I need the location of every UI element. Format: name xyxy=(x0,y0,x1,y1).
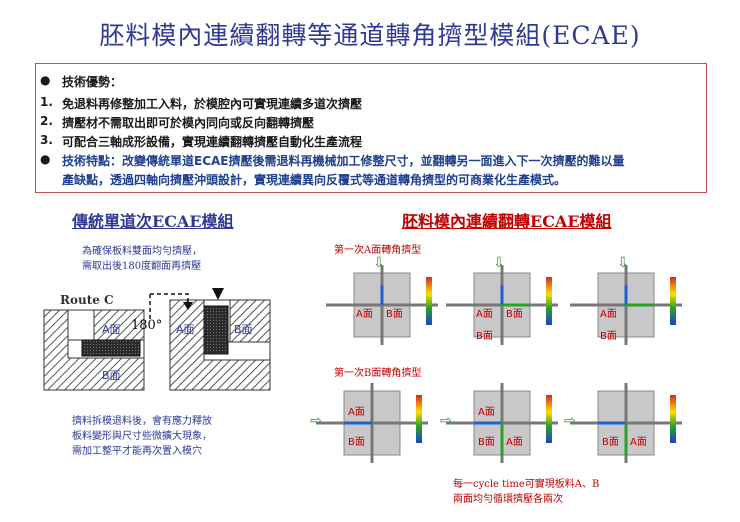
face-label: A面 xyxy=(630,437,647,448)
left-heading: 傳統單道次ECAE模組 xyxy=(72,212,234,231)
simulation-plot xyxy=(570,265,682,345)
face-label: A面 xyxy=(356,309,373,320)
advantages-heading: 技術優勢： xyxy=(62,75,123,89)
punch-arrow-icon: ⇨ xyxy=(310,413,322,429)
right-heading: 胚料模內連續翻轉ECAE模組 xyxy=(402,212,612,231)
left-note-top: 為確保板料雙面均勻擠壓， 需取出後180度翻面再擠壓 xyxy=(82,246,202,272)
bullet-icon: ● xyxy=(40,73,51,87)
face-label: B面 xyxy=(506,309,523,320)
traditional-die-diagram xyxy=(43,288,271,391)
angle-label: 180° xyxy=(131,318,163,333)
face-label: A面 xyxy=(478,407,495,418)
face-label: A面 xyxy=(476,309,493,320)
simulation-plot xyxy=(326,265,438,345)
face-label: A面 xyxy=(348,407,365,418)
bullet-icon: ● xyxy=(40,152,51,166)
face-label: B面 xyxy=(102,369,121,382)
face-label: B面 xyxy=(476,331,493,342)
punch-arrow-icon: ⇩ xyxy=(373,255,385,271)
face-label: B面 xyxy=(600,331,617,342)
face-label: A面 xyxy=(600,309,617,320)
face-label: B面 xyxy=(386,309,403,320)
face-label: A面 xyxy=(176,323,195,336)
page-title: 胚料模內連續翻轉等通道轉角擠型模組(ECAE) xyxy=(99,21,641,50)
caption-a: 第一次A面轉角擠型 xyxy=(334,245,422,256)
advantages-box xyxy=(35,63,707,193)
simulation-panel: ⇨ B面 A面 xyxy=(564,383,686,467)
punch-arrow-icon: ⇩ xyxy=(617,255,629,271)
cycle-note: 每一cycle time可實現板料A、B 兩面均勻循環擠壓各兩次 xyxy=(453,479,600,505)
simulation-panel: ⇩ A面 B面 xyxy=(570,255,686,349)
punch-arrow-icon xyxy=(212,288,224,300)
simulation-plot xyxy=(446,265,558,345)
route-label: Route C xyxy=(60,293,114,307)
face-label: A面 xyxy=(102,323,121,336)
left-note-bottom: 擠料拆模退料後，會有應力釋放 板料變形與尺寸些微擴大現象， 需加工整平才能再次置… xyxy=(72,416,212,457)
caption-b: 第一次B面轉角擠型 xyxy=(334,368,422,379)
face-label: A面 xyxy=(506,437,523,448)
simulation-panel: ⇩ A面 B面 B面 xyxy=(446,255,562,349)
face-label: B面 xyxy=(602,437,619,448)
face-label: B面 xyxy=(478,437,495,448)
punch-arrow-icon: ⇨ xyxy=(440,413,452,429)
simulation-plot xyxy=(570,383,682,463)
punch-arrow-icon: ⇩ xyxy=(493,255,505,271)
simulation-plot xyxy=(446,383,558,463)
face-label: B面 xyxy=(348,437,365,448)
face-label: B面 xyxy=(234,323,253,336)
simulation-plot xyxy=(316,383,428,463)
simulation-panel: ⇨ A面 B面 A面 xyxy=(440,383,562,467)
simulation-panel: ⇨ A面 B面 xyxy=(310,383,432,467)
punch-arrow-icon: ⇨ xyxy=(564,413,576,429)
simulation-panel: ⇩ A面 B面 xyxy=(326,255,442,349)
